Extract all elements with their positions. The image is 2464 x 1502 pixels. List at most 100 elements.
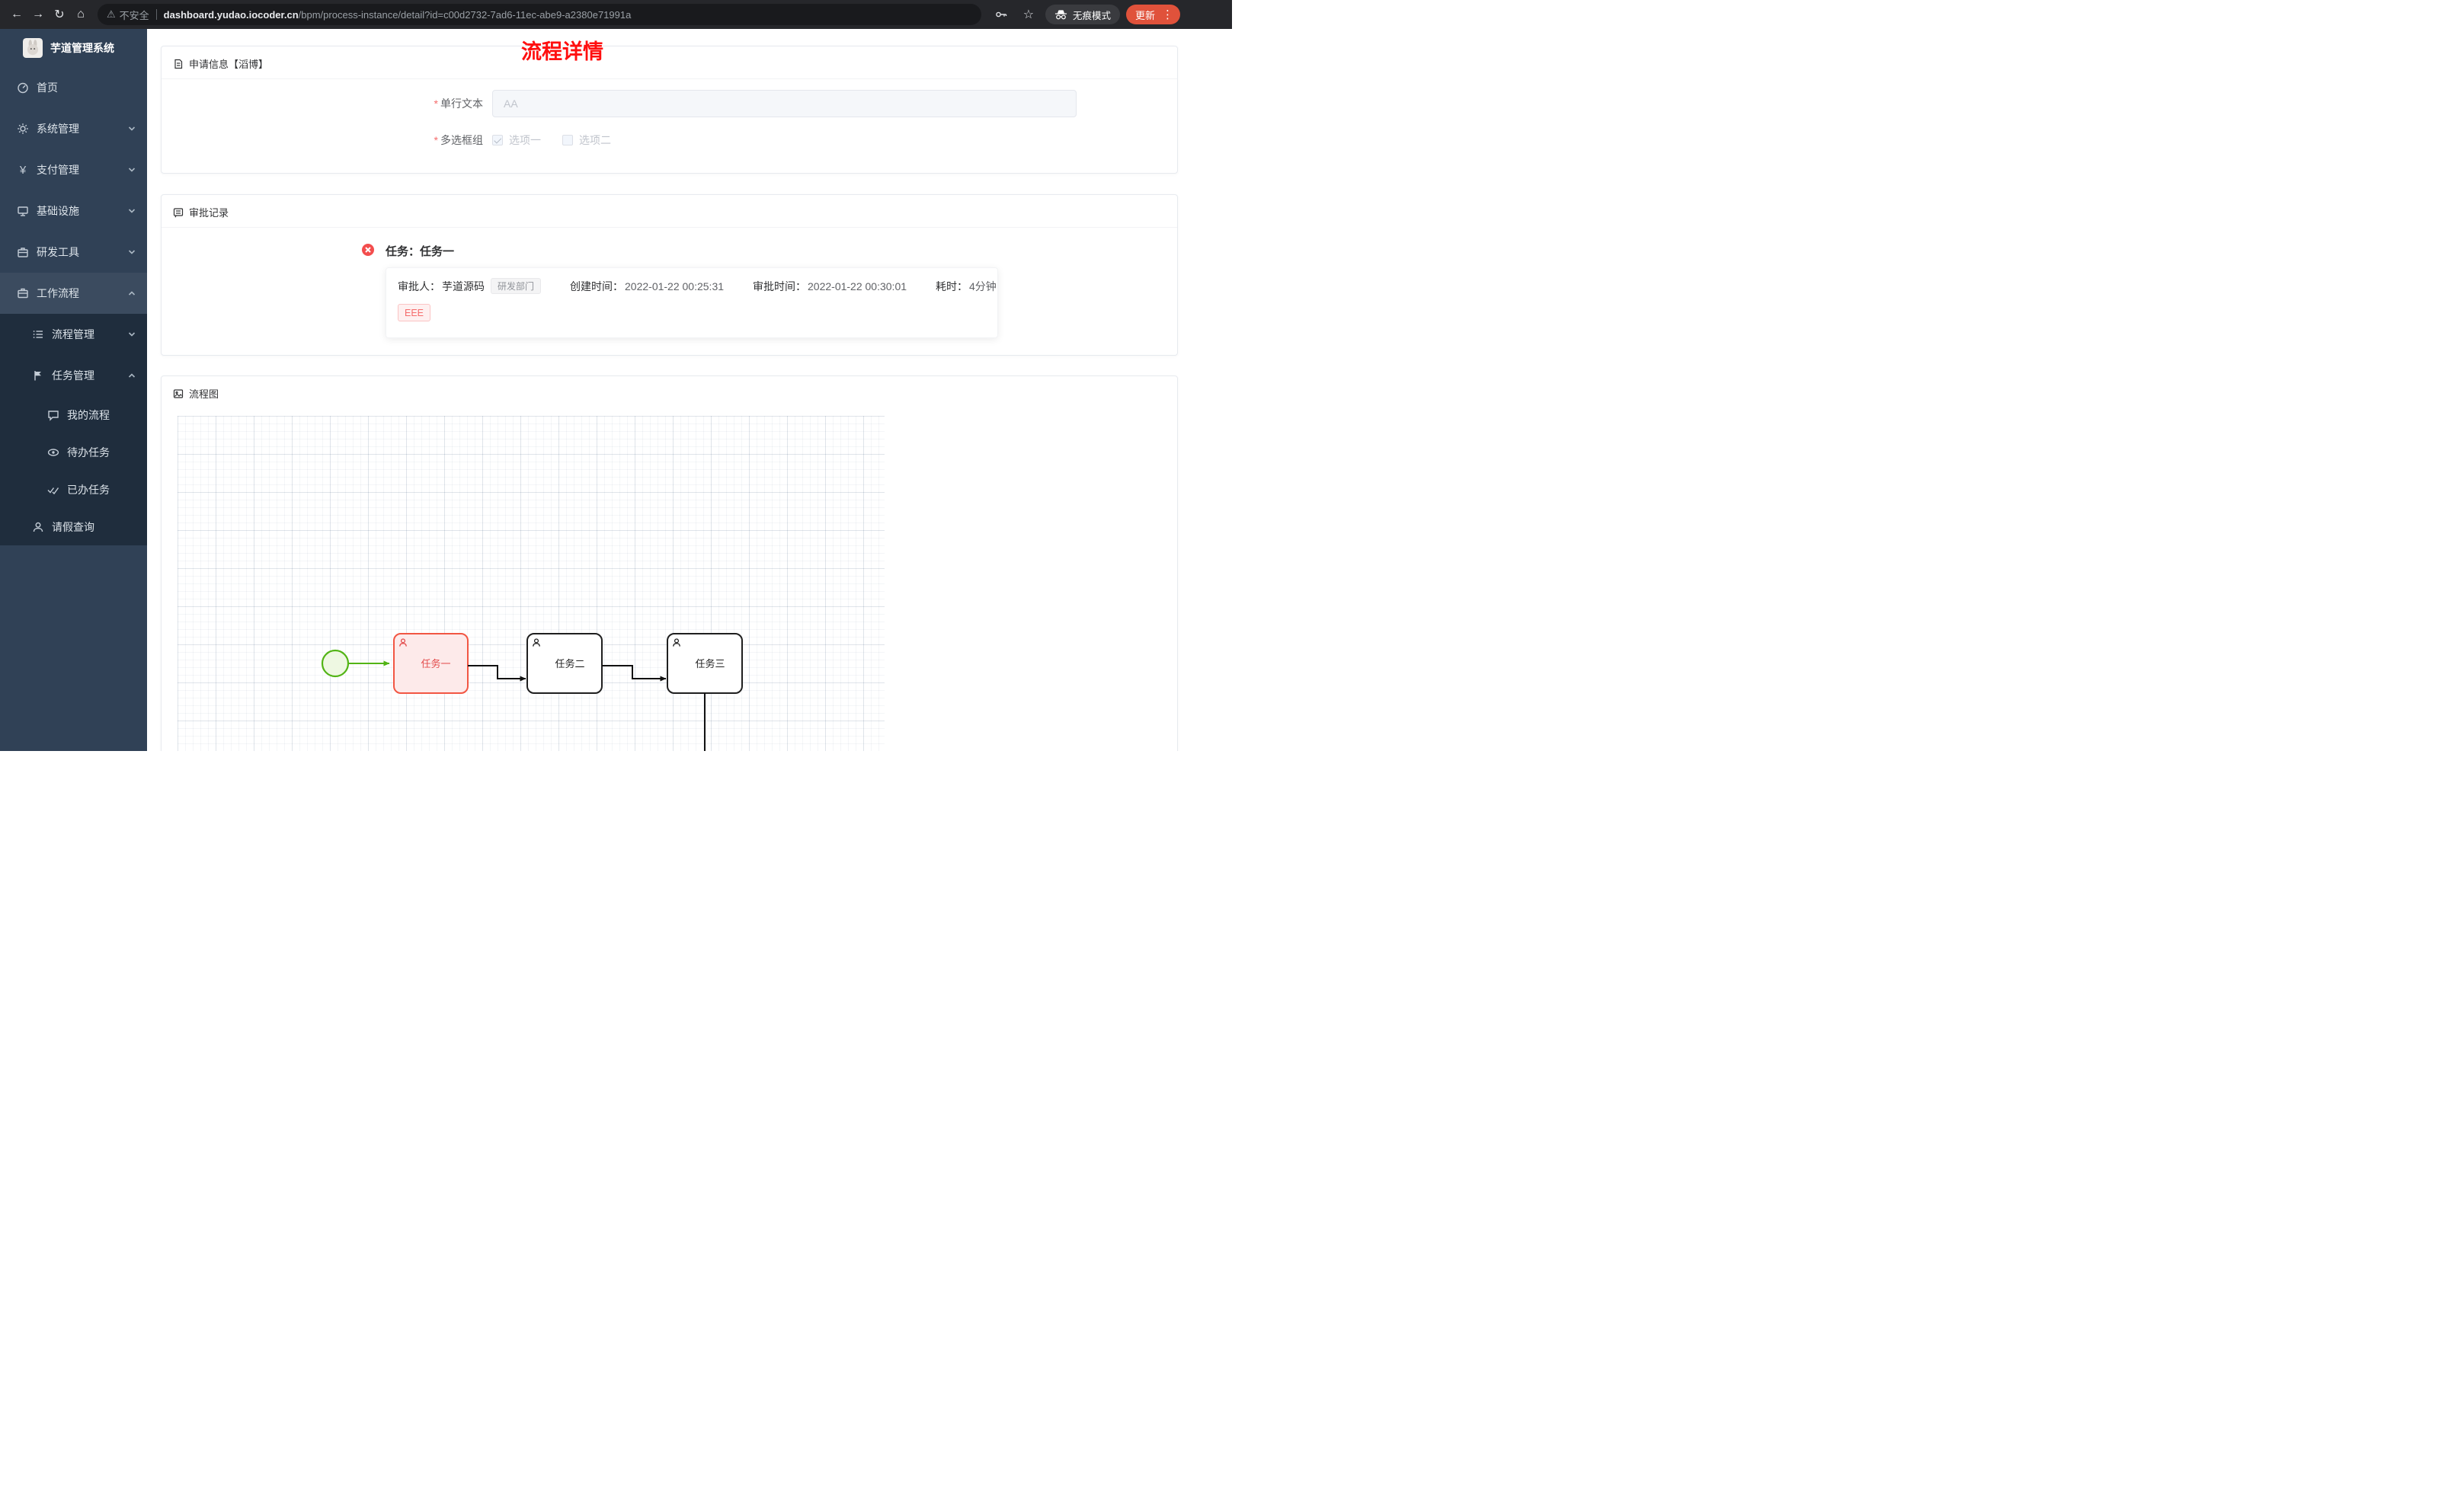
- update-label: 更新: [1134, 9, 1155, 21]
- required-mark: *: [434, 134, 438, 146]
- reload-icon[interactable]: ↻: [54, 8, 65, 21]
- screen: ← → ↻ ⌂ ⚠ 不安全 dashboard.yudao.iocoder.cn…: [0, 0, 1232, 751]
- checkbox-unchecked-icon: [562, 135, 573, 145]
- monitor-icon: [18, 206, 28, 216]
- created-time-value: 2022-01-22 00:25:31: [625, 280, 725, 292]
- incognito-icon: [1054, 10, 1067, 20]
- chevron-up-icon: [128, 373, 136, 378]
- url-domain: dashboard.yudao.iocoder.cn: [163, 8, 299, 21]
- sidebar: 芋道管理系统 首页 系统管理 ¥ 支付管理 基础设施 研发工具 工作: [0, 29, 147, 751]
- approval-record-header: 审批记录: [162, 195, 1177, 228]
- checkbox-label: 选项二: [579, 134, 611, 146]
- flow-diagram-card: 流程图: [161, 376, 1178, 751]
- not-secure-label: 不安全: [119, 9, 149, 21]
- double-check-icon: [47, 487, 59, 494]
- duration-group: 耗时： 4分钟: [936, 279, 997, 294]
- flow-task2-to-task3: [602, 665, 667, 682]
- bookmark-star-icon[interactable]: ☆: [1022, 8, 1035, 21]
- approver-label: 审批人：: [398, 280, 440, 292]
- checkbox-group: 选项一 选项二: [492, 133, 632, 148]
- kebab-menu-icon[interactable]: ⋮: [1162, 8, 1173, 21]
- document-icon: [174, 59, 183, 69]
- single-line-text-input[interactable]: AA: [492, 90, 1077, 117]
- chevron-up-icon: [128, 291, 136, 296]
- gear-icon: [18, 123, 28, 134]
- reason-tag: EEE: [398, 304, 431, 321]
- sidebar-item-home[interactable]: 首页: [0, 67, 147, 108]
- sidebar-item-infrastructure[interactable]: 基础设施: [0, 190, 147, 232]
- yen-icon: ¥: [19, 163, 27, 177]
- sidebar-item-todo-tasks[interactable]: 待办任务: [0, 433, 147, 471]
- toolbox-icon: [18, 248, 28, 257]
- approver-group: 审批人： 芋道源码 研发部门: [398, 278, 542, 294]
- created-time-group: 创建时间： 2022-01-22 00:25:31: [570, 279, 724, 294]
- forward-icon[interactable]: →: [32, 8, 44, 21]
- start-event-node[interactable]: [321, 649, 350, 678]
- task-node-2[interactable]: [526, 633, 603, 694]
- sidebar-item-leave-query[interactable]: 请假查询: [0, 508, 147, 545]
- sidebar-item-label: 我的流程: [67, 408, 110, 421]
- approval-detail-box: 审批人： 芋道源码 研发部门 创建时间： 2022-01-22 00:25:31…: [386, 267, 998, 338]
- sidebar-item-label: 任务管理: [52, 369, 94, 382]
- duration-label: 耗时：: [936, 280, 968, 292]
- user-icon: [33, 522, 43, 532]
- sidebar-item-label: 工作流程: [37, 287, 79, 299]
- task-node-1[interactable]: [393, 633, 469, 694]
- password-key-icon[interactable]: [990, 4, 1012, 25]
- card-title: 申请信息【滔博】: [189, 59, 269, 70]
- task-title: 任务：任务一: [386, 245, 455, 258]
- checkbox-group-label: *多选框组: [434, 134, 483, 146]
- back-icon[interactable]: ←: [11, 8, 23, 21]
- form-row-text: *单行文本 AA: [162, 90, 1177, 117]
- rabbit-logo-icon: [23, 38, 43, 58]
- bpmn-diagram: 任务一 任务二 任务三: [321, 633, 743, 751]
- sidebar-item-system[interactable]: 系统管理: [0, 108, 147, 149]
- text-field-label: *单行文本: [434, 97, 483, 110]
- created-time-label: 创建时间：: [570, 280, 624, 292]
- application-info-card: 申请信息【滔博】 *单行文本 AA *多选框组: [161, 46, 1178, 174]
- home-icon[interactable]: ⌂: [77, 8, 85, 21]
- user-task-icon: [533, 638, 540, 647]
- sidebar-item-process-management[interactable]: 流程管理: [0, 314, 147, 355]
- record-icon: [173, 207, 184, 217]
- diagram-icon: [173, 388, 184, 398]
- card-title: 流程图: [189, 388, 219, 400]
- toolbar-right-cluster: ☆ 无痕模式 更新 ⋮: [990, 4, 1226, 25]
- approver-name: 芋道源码: [442, 280, 485, 292]
- bpmn-canvas[interactable]: 任务一 任务二 任务三: [162, 407, 1177, 751]
- checkbox-option-1[interactable]: 选项一: [492, 133, 541, 148]
- chevron-down-icon: [128, 209, 136, 213]
- sidebar-item-label: 首页: [37, 81, 58, 94]
- approval-record-card: 审批记录 任务：任务一 审批人： 芋道源码 研发部门 创建时间：: [161, 194, 1178, 356]
- sidebar-item-label: 支付管理: [37, 164, 79, 176]
- task-label: 任务三: [695, 658, 725, 670]
- checkbox-option-2[interactable]: 选项二: [562, 133, 611, 148]
- required-mark: *: [434, 97, 438, 110]
- duration-value: 4分钟: [969, 280, 997, 292]
- sidebar-item-label: 基础设施: [37, 205, 79, 217]
- user-task-icon: [673, 638, 680, 647]
- sidebar-item-workflow[interactable]: 工作流程: [0, 273, 147, 314]
- sidebar-item-task-management[interactable]: 任务管理: [0, 355, 147, 396]
- sidebar-item-label: 已办任务: [67, 483, 110, 496]
- update-button[interactable]: 更新 ⋮: [1125, 5, 1180, 24]
- sidebar-item-my-process[interactable]: 我的流程: [0, 396, 147, 433]
- address-bar[interactable]: ⚠ 不安全 dashboard.yudao.iocoder.cn /bpm/pr…: [98, 4, 981, 25]
- chat-bubble-icon: [48, 410, 59, 421]
- sidebar-item-label: 系统管理: [37, 123, 79, 135]
- task-label: 任务一: [421, 658, 450, 670]
- approved-time-group: 审批时间： 2022-01-22 00:30:01: [753, 279, 907, 294]
- chevron-down-icon: [128, 168, 136, 172]
- checkbox-checked-icon: [492, 135, 503, 145]
- page-title: 流程详情: [521, 40, 603, 63]
- sidebar-item-done-tasks[interactable]: 已办任务: [0, 471, 147, 508]
- sidebar-item-payment[interactable]: ¥ 支付管理: [0, 149, 147, 190]
- app-logo: 芋道管理系统: [0, 29, 147, 67]
- card-title: 审批记录: [189, 207, 229, 219]
- incognito-badge: 无痕模式: [1045, 5, 1120, 24]
- application-form: *单行文本 AA *多选框组 选项一: [162, 79, 1177, 148]
- app-title: 芋道管理系统: [50, 42, 114, 54]
- approved-time-value: 2022-01-22 00:30:01: [808, 280, 907, 292]
- sidebar-item-devtools[interactable]: 研发工具: [0, 232, 147, 273]
- chevron-down-icon: [128, 332, 136, 337]
